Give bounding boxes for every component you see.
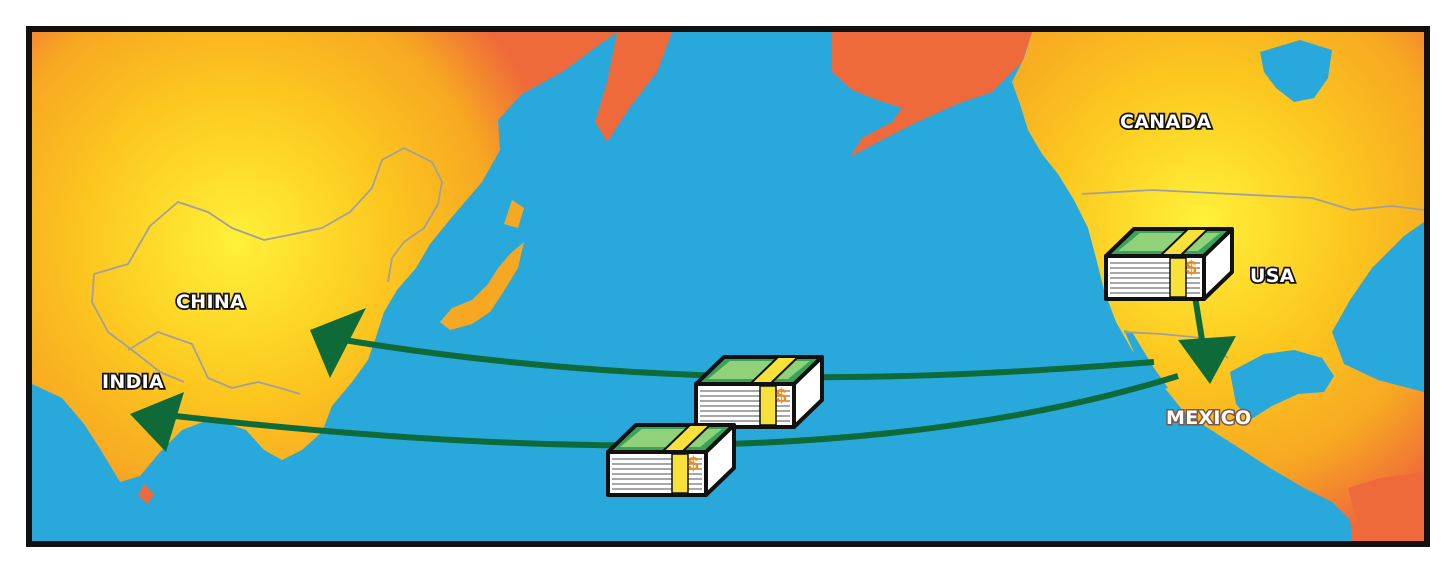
label-usa: USA <box>1250 265 1295 287</box>
money-bundle-china: $ <box>694 355 824 429</box>
money-bundle-usa: $ <box>1104 227 1234 301</box>
arrow-head-india <box>130 392 184 452</box>
label-mexico: MEXICO <box>1166 407 1252 429</box>
money-bundle-india: $ <box>606 423 736 497</box>
map-frame: $ $ $ CANADA USA CHINA INDIA MEXICO <box>26 26 1430 547</box>
arrow-head-china <box>310 308 366 378</box>
label-china: CHINA <box>176 291 245 313</box>
dollar-sign: $ <box>1186 258 1197 279</box>
sri-lanka-landmass <box>138 484 154 504</box>
atlantic-ocean <box>1332 222 1424 392</box>
label-india: INDIA <box>102 371 164 393</box>
hokkaido-landmass <box>504 200 524 228</box>
asia-landmass <box>32 32 617 482</box>
arrow-head-mexico <box>1178 336 1236 384</box>
gulf-of-mexico <box>1230 350 1334 420</box>
hudson-bay <box>1260 40 1332 102</box>
dollar-sign: $ <box>776 386 787 407</box>
alaska-landmass <box>832 32 1032 157</box>
south-america-landmass <box>1348 472 1424 541</box>
dollar-sign: $ <box>688 454 699 475</box>
label-canada: CANADA <box>1120 111 1212 133</box>
japan-landmass <box>440 242 524 330</box>
kamchatka-landmass <box>595 32 672 142</box>
pacific-trade-map: $ $ $ CANADA USA CHINA INDIA MEXICO <box>32 32 1424 541</box>
